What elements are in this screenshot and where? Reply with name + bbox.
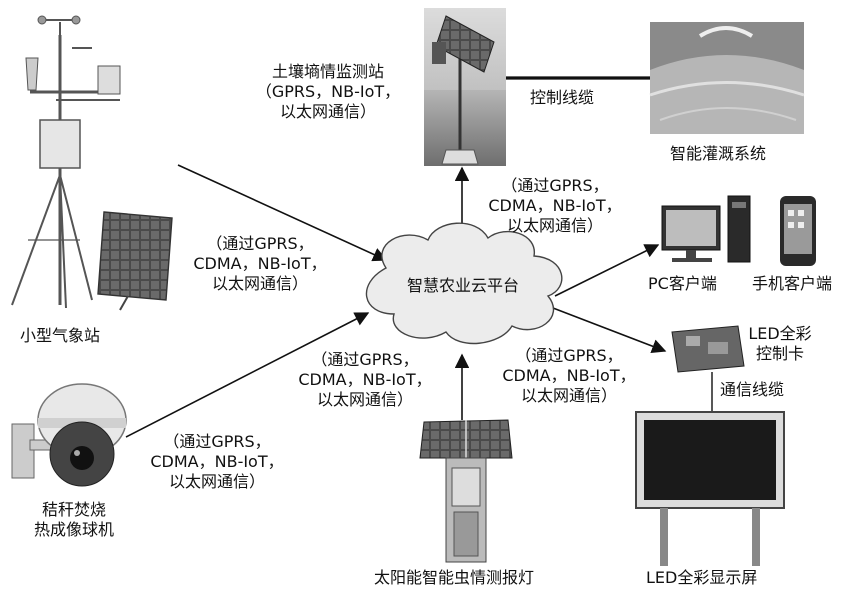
arrow-hub-to-pc [554, 244, 660, 297]
led-card-image [671, 325, 745, 373]
link-label-led-line-3: 以太网通信） [520, 386, 617, 405]
weather-station-label: 小型气象站 [20, 326, 101, 345]
link-label-camera-line-2: CDMA，NB-IoT， [150, 452, 284, 471]
pc-client-label: PC客户端 [648, 274, 717, 293]
link-label-camera-line-3: 以太网通信） [168, 472, 265, 491]
soil-station-line-3: 以太网通信） [279, 102, 376, 121]
hub-label: 智慧农业云平台 [406, 276, 519, 295]
weather-station-image [11, 15, 121, 309]
control-cable-label: 控制线缆 [530, 88, 595, 107]
link-label-soil: （通过GPRS， CDMA，NB-IoT， 以太网通信） [470, 176, 640, 236]
link-label-led-line-2: CDMA，NB-IoT， [502, 366, 636, 385]
insect-lamp-image [419, 419, 513, 563]
link-label-weather: （通过GPRS， CDMA，NB-IoT， 以太网通信） [176, 234, 344, 294]
led-screen-image [635, 411, 785, 566]
phone-image [780, 196, 816, 266]
link-label-camera: （通过GPRS， CDMA，NB-IoT， 以太网通信） [132, 432, 302, 492]
arrow-hub-to-led [552, 307, 667, 354]
soil-station-line-2: （GPRS，NB-IoT， [255, 82, 401, 101]
led-card-line-1: LED全彩 [748, 324, 812, 343]
arrow-weather-to-hub [177, 164, 388, 262]
link-label-led-line-1: （通过GPRS， [515, 346, 623, 365]
cloud-hub [365, 222, 563, 345]
link-label-lamp-line-3: 以太网通信） [316, 390, 413, 409]
led-card-label: LED全彩 控制卡 [742, 324, 818, 364]
soil-station-line-1: 土壤墒情监测站 [271, 62, 384, 81]
arrow-camera-to-hub [125, 312, 370, 438]
link-label-weather-line-3: 以太网通信） [211, 274, 308, 293]
connection-arrows [125, 76, 713, 438]
thermal-camera-line-2: 热成像球机 [33, 520, 114, 539]
soil-station-image [424, 8, 506, 166]
link-label-camera-line-1: （通过GPRS， [163, 432, 271, 451]
link-label-lamp-line-2: CDMA，NB-IoT， [298, 370, 432, 389]
thermal-camera-label: 秸秆焚烧 热成像球机 [14, 500, 134, 540]
thermal-camera-line-1: 秸秆焚烧 [41, 500, 106, 519]
thermal-camera-image [11, 383, 127, 487]
link-label-soil-line-2: CDMA，NB-IoT， [488, 196, 622, 215]
link-label-weather-line-2: CDMA，NB-IoT， [193, 254, 327, 273]
mobile-client-label: 手机客户端 [752, 274, 833, 293]
comm-cable-label: 通信线缆 [720, 380, 785, 399]
led-screen-label: LED全彩显示屏 [646, 568, 758, 587]
irrigation-label: 智能灌溉系统 [670, 144, 767, 163]
link-label-lamp: （通过GPRS， CDMA，NB-IoT， 以太网通信） [280, 350, 450, 410]
led-card-line-2: 控制卡 [755, 344, 804, 363]
pc-image [661, 195, 751, 263]
link-label-lamp-line-1: （通过GPRS， [311, 350, 419, 369]
insect-lamp-label: 太阳能智能虫情测报灯 [374, 568, 535, 587]
link-label-soil-line-3: 以太网通信） [506, 216, 603, 235]
link-label-led: （通过GPRS， CDMA，NB-IoT， 以太网通信） [484, 346, 654, 406]
link-label-weather-line-1: （通过GPRS， [206, 234, 314, 253]
solar-panel-small-image [97, 211, 173, 311]
soil-station-label: 土壤墒情监测站 （GPRS，NB-IoT， 以太网通信） [238, 62, 418, 122]
link-label-soil-line-1: （通过GPRS， [501, 176, 609, 195]
irrigation-image [649, 22, 805, 134]
